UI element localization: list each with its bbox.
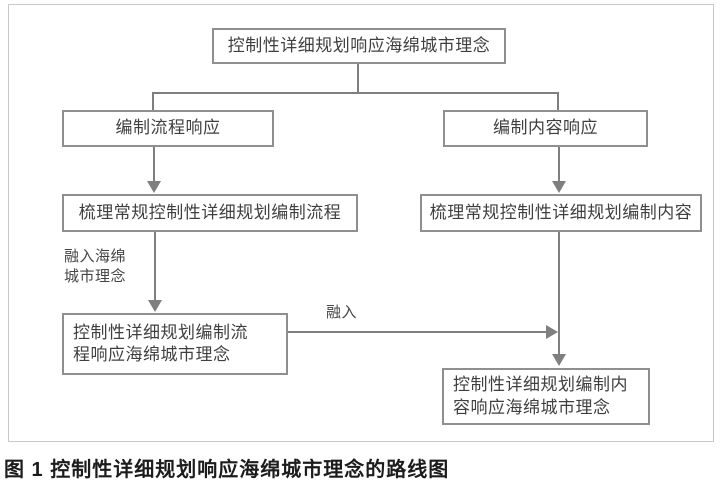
flow-node-content-review: 梳理常规控制性详细规划编制内容 [420,194,702,232]
edge-label-integrate-sponge: 融入海绵城市理念 [64,248,127,285]
arrow-down-icon [552,354,566,366]
arrow-down-icon [552,181,566,193]
flow-node-content-branch: 编制内容响应 [443,110,648,147]
edge-label-integrate: 融入 [326,304,358,321]
connector-drop-right [557,92,559,110]
connector-root-stub [357,64,359,93]
arrow-down-icon [148,300,162,312]
flow-node-content-result: 控制性详细规划编制内容响应海绵城市理念 [442,368,650,425]
figure-caption: 图 1 控制性详细规划响应海绵城市理念的路线图 [4,459,450,481]
connector-branch-horizontal [152,92,559,94]
flow-node-process-result: 控制性详细规划编制流程响应海绵城市理念 [62,313,288,375]
arrow-down-icon [147,181,161,193]
flow-node-content-result-text: 控制性详细规划编制内容响应海绵城市理念 [453,375,628,417]
flow-node-root: 控制性详细规划响应海绵城市理念 [212,28,506,64]
connector-process-review-to-result [154,232,156,300]
connector-process-result-to-content [288,331,546,333]
connector-content-branch-to-review [558,147,560,181]
flow-node-process-review: 梳理常规控制性详细规划编制流程 [62,194,358,232]
connector-process-branch-to-review [153,147,155,181]
flow-node-process-branch: 编制流程响应 [62,110,274,147]
flow-node-process-result-text: 控制性详细规划编制流程响应海绵城市理念 [73,322,248,364]
connector-content-review-to-result [558,232,560,354]
arrow-right-icon [546,325,558,339]
connector-drop-left [152,92,154,110]
